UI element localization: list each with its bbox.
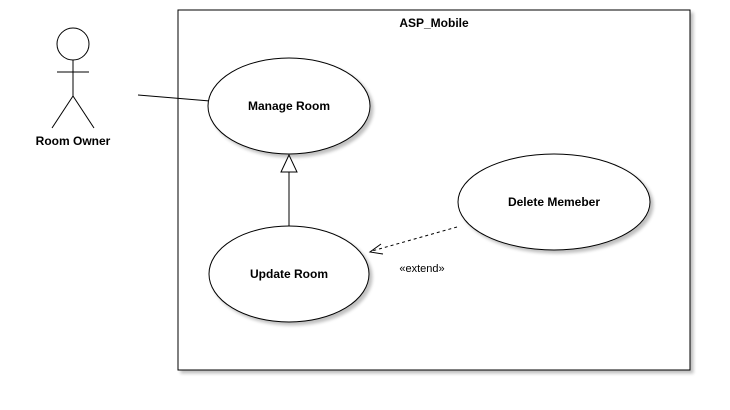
generalization-arrow[interactable] [280,153,298,226]
extend-label: «extend» [399,263,444,275]
use-case-update-room[interactable]: Update Room [208,225,370,323]
use-case-delete-member[interactable]: Delete Memeber [457,153,651,251]
actor-head [56,27,90,61]
actor-label: Room Owner [36,134,111,148]
actor-room-owner[interactable] [51,27,95,129]
extend-arrow[interactable] [368,226,458,255]
system-title: ASP_Mobile [399,16,469,30]
use-case-update-room-label: Update Room [250,267,328,281]
actor-left-leg [51,95,74,129]
use-case-manage-room[interactable]: Manage Room [207,57,371,155]
use-case-manage-room-label: Manage Room [248,99,330,113]
use-case-delete-member-label: Delete Memeber [508,195,600,209]
association-line[interactable] [137,94,211,102]
actor-right-leg [72,95,95,129]
